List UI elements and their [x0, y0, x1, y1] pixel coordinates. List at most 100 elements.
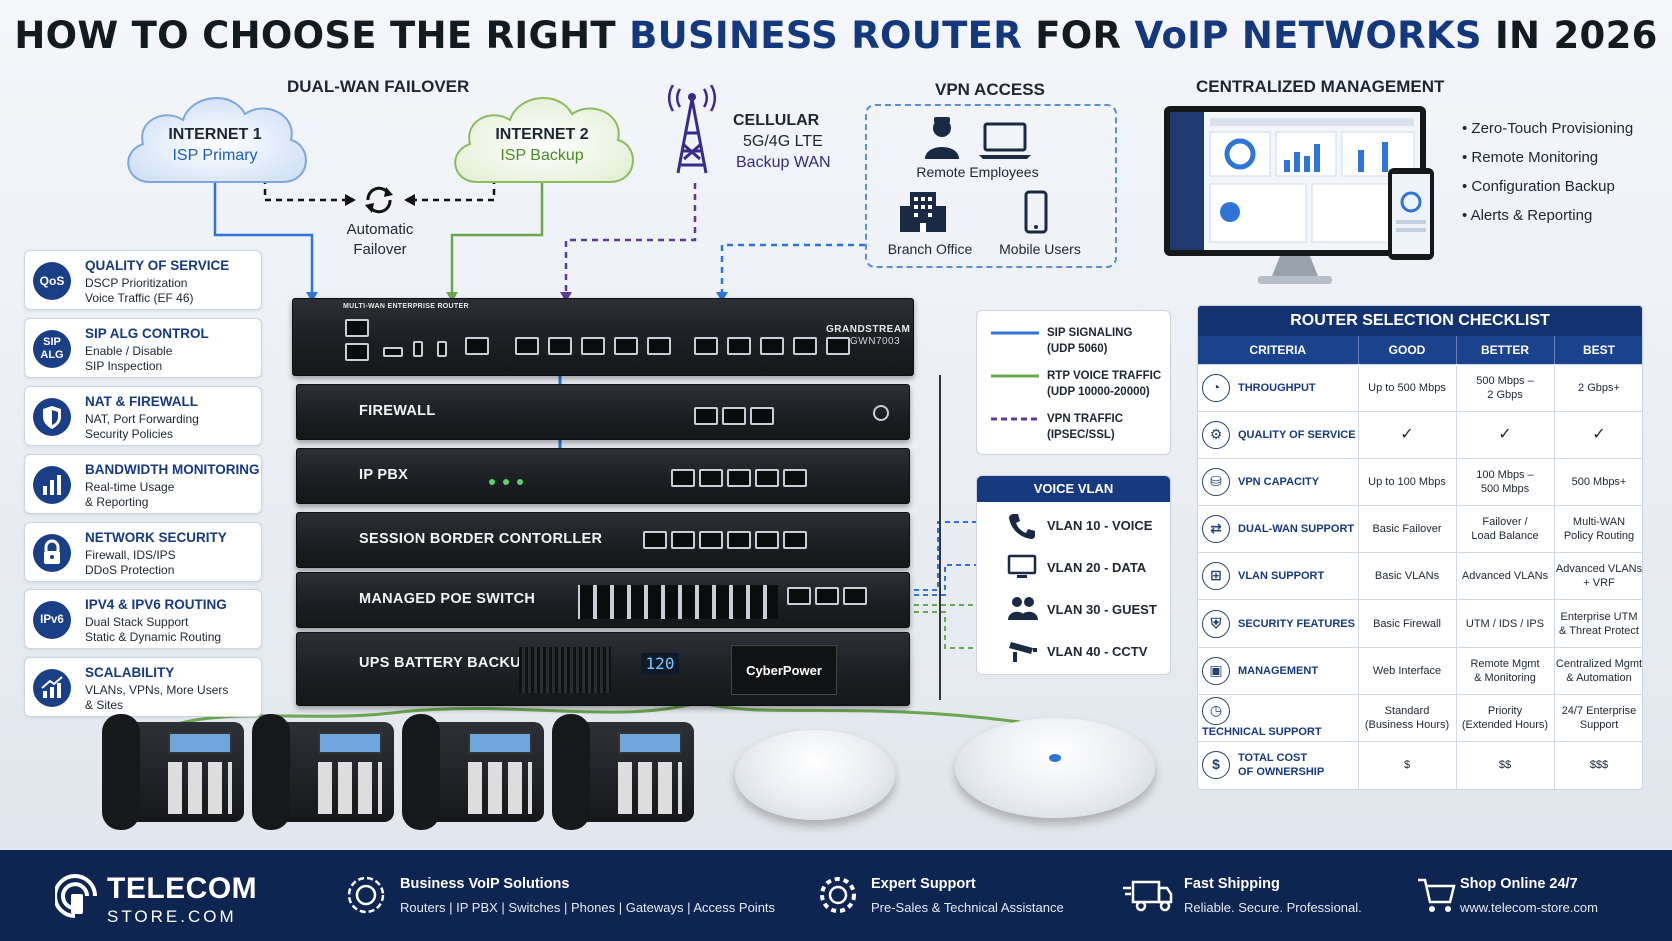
usb-port	[413, 341, 423, 357]
vlan-item: VLAN 20 - DATA	[1047, 560, 1147, 575]
checklist-heading: ROUTER SELECTION CHECKLIST	[1198, 306, 1642, 336]
ethernet-port	[345, 319, 369, 337]
monitor-dashboard-icon	[1164, 106, 1434, 284]
router-unit: MULTI-WAN ENTERPRISE ROUTER GRANDSTREAM …	[292, 298, 914, 376]
poe-switch-unit: MANAGED POE SWITCH	[296, 572, 910, 628]
ethernet-port	[760, 337, 784, 355]
criteria-label: TECHNICAL SUPPORT	[1202, 725, 1322, 738]
feature-line: SIP Inspection	[85, 359, 163, 373]
vpn-access-line	[720, 243, 865, 298]
title-highlight: VoIP NETWORKS	[1134, 14, 1482, 57]
better-cell: Advanced VLANs	[1456, 552, 1555, 600]
feature-card-sip-alg: SIP ALG SIP ALG CONTROL Enable / Disable…	[24, 318, 262, 378]
title-part: FOR	[1022, 14, 1135, 57]
mobile-phone-icon	[1024, 190, 1048, 234]
guests-icon	[1008, 597, 1038, 620]
remote-employees-label: Remote Employees	[916, 164, 1039, 180]
phone-handset-icon	[1009, 514, 1035, 539]
footer-item-title: Shop Online 24/7	[1460, 876, 1578, 892]
criteria-cell: ◷TECHNICAL SUPPORT	[1198, 693, 1359, 742]
gauge-icon: ◔	[1202, 373, 1230, 402]
criteria-label: SECURITY FEATURES	[1238, 617, 1355, 630]
ethernet-port	[815, 587, 839, 605]
dollar-icon: $	[1202, 751, 1230, 780]
legend-line: SIP SIGNALING	[1047, 327, 1133, 339]
column-header: BETTER	[1456, 336, 1555, 364]
good-cell: Basic Firewall	[1358, 599, 1457, 648]
legend-rtp: RTP VOICE TRAFFIC(UDP 10000-20000)	[1047, 368, 1161, 400]
unit-label: FIREWALL	[359, 403, 436, 419]
footer-item: Shop Online 24/7 www.telecom-store.com	[1460, 876, 1598, 915]
better-cell: Priority (Extended Hours)	[1456, 693, 1555, 742]
usb-port	[383, 347, 403, 357]
cellular-type: 5G/4G LTE	[743, 133, 823, 150]
vlan-line	[905, 611, 998, 649]
vlan-line	[905, 521, 998, 591]
ethernet-port	[727, 531, 751, 549]
router-label: MULTI-WAN ENTERPRISE ROUTER	[343, 303, 469, 310]
checklist-row: ⚙QUALITY OF SERVICE✓✓✓	[1198, 410, 1642, 459]
status-led-icon	[1049, 754, 1061, 762]
vlan-item: VLAN 30 - GUEST	[1047, 602, 1157, 617]
feature-line: Enable / Disable	[85, 344, 173, 358]
better-cell: 100 Mbps – 500 Mbps	[1456, 457, 1555, 506]
feature-line: & Sites	[85, 698, 124, 712]
ethernet-port	[727, 337, 751, 355]
title-part: IN 2026	[1481, 14, 1658, 57]
remote-employee-icon	[925, 117, 959, 159]
legend-line: (UDP 5060)	[1047, 343, 1108, 355]
footer-item-desc: www.telecom-store.com	[1460, 900, 1598, 915]
ethernet-port	[548, 337, 572, 355]
best-cell: 24/7 Enterprise Support	[1554, 693, 1642, 742]
best-cell: ✓	[1554, 410, 1642, 459]
voice-vlan-panel: VOICE VLAN VLAN 10 - VOICE VLAN 20 - DAT…	[976, 475, 1171, 675]
router-checklist: ROUTER SELECTION CHECKLIST CRITERIA GOOD…	[1197, 305, 1643, 790]
feature-title: SCALABILITY	[85, 665, 175, 680]
logo-subtext: STORE.COM	[107, 907, 237, 926]
phone-screen	[468, 732, 532, 754]
criteria-cell: ⚙QUALITY OF SERVICE	[1198, 410, 1359, 459]
cellular-label: CELLULAR 5G/4G LTE Backup WAN	[733, 110, 831, 173]
vpn-line	[564, 183, 697, 298]
dual-wan-heading: DUAL-WAN FAILOVER	[287, 77, 470, 96]
feature-title: QUALITY OF SERVICE	[85, 258, 230, 273]
ups-unit: UPS BATTERY BACKUP 120 CyberPower	[296, 632, 910, 706]
ethernet-port	[465, 337, 489, 355]
phone-screen	[318, 732, 382, 754]
title-highlight: BUSINESS ROUTER	[629, 14, 1023, 57]
clock-icon: ◷	[1202, 696, 1230, 725]
failover-dashed	[263, 178, 345, 202]
phone-handset	[252, 714, 290, 830]
branch-office-label: Branch Office	[887, 241, 973, 257]
ethernet-port	[722, 407, 746, 425]
router-gear-icon	[347, 876, 385, 914]
title-part: HOW TO CHOOSE THE RIGHT	[14, 14, 630, 57]
mobile-users-label: Mobile Users	[999, 241, 1081, 257]
vlan-line	[905, 564, 998, 596]
good-cell: Up to 500 Mbps	[1358, 363, 1457, 412]
good-cell: Up to 100 Mbps	[1358, 457, 1457, 506]
good-cell: $	[1358, 740, 1457, 789]
phone-keypad	[168, 762, 232, 814]
phone-keypad	[318, 762, 382, 814]
arrow-head	[716, 292, 728, 302]
best-cell: $$$	[1554, 740, 1642, 789]
ip-phone	[102, 714, 244, 830]
criteria-label: VLAN SUPPORT	[1238, 570, 1325, 583]
ethernet-port	[750, 407, 774, 425]
ethernet-port	[694, 337, 718, 355]
good-cell: Basic VLANs	[1358, 552, 1457, 600]
ethernet-port	[614, 337, 638, 355]
feature-card-routing: IPv6 IPV4 & IPV6 ROUTING Dual Stack Supp…	[24, 589, 262, 649]
rtp-line	[450, 178, 544, 298]
bullet-item: • Zero-Touch Provisioning	[1462, 120, 1634, 137]
failover-line: Automatic	[346, 221, 414, 238]
ethernet-port	[783, 469, 807, 487]
access-point-icon	[735, 730, 895, 820]
arrow-head	[446, 292, 458, 302]
ethernet-port	[694, 407, 718, 425]
status-led-icon	[489, 479, 495, 485]
